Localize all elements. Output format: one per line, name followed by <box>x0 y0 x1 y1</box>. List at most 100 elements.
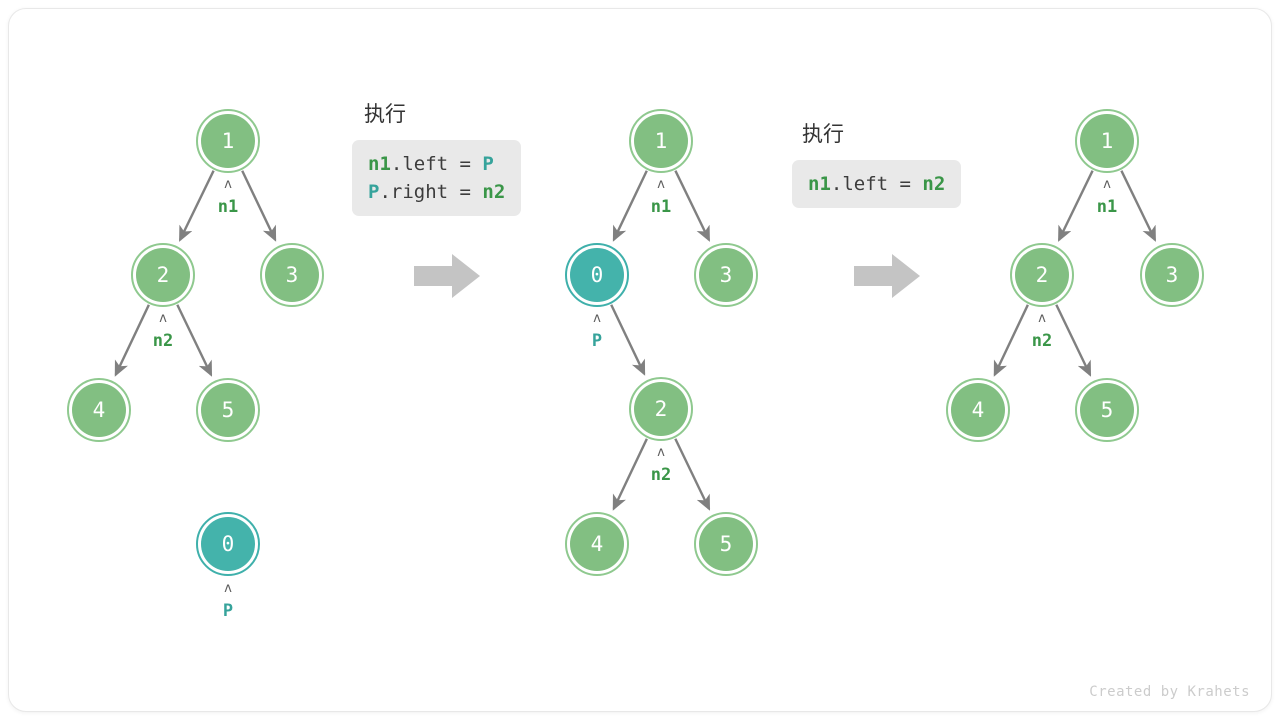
tree-edge <box>612 438 648 511</box>
node-disc <box>1080 383 1134 437</box>
code-token: .left = <box>830 173 923 195</box>
node-value: 3 <box>1165 262 1179 287</box>
tree-edge <box>674 170 711 242</box>
step-label-1: 执行 <box>364 102 406 126</box>
node-value: 3 <box>719 262 733 287</box>
code-token: P <box>368 181 380 203</box>
node-disc <box>634 382 688 436</box>
tree-node-0: 0 <box>196 512 260 576</box>
node-ring <box>67 378 131 442</box>
tree-node-1: 1 <box>629 109 693 173</box>
node-value: 3 <box>285 262 299 287</box>
tree-edge <box>993 304 1029 377</box>
node-disc <box>201 114 255 168</box>
node-disc <box>1145 248 1199 302</box>
tree-edge <box>610 304 646 376</box>
code-token: .left = <box>390 153 483 175</box>
caret-icon: ʌ <box>224 177 232 192</box>
tree-edge <box>1120 170 1157 242</box>
node-value: 4 <box>92 397 106 422</box>
tree-node-1: 1 <box>196 109 260 173</box>
flow-arrow-2 <box>854 254 920 298</box>
code-token: P <box>482 153 494 175</box>
node-value: 1 <box>654 128 668 153</box>
node-disc <box>951 383 1005 437</box>
caret-icon: ʌ <box>657 177 665 192</box>
tree-node-2: 2 <box>1010 243 1074 307</box>
node-ring <box>1010 243 1074 307</box>
tree-node-3: 3 <box>1140 243 1204 307</box>
tree-node-3: 3 <box>260 243 324 307</box>
tree-node-0: 0 <box>565 243 629 307</box>
node-ring <box>565 243 629 307</box>
flow-arrow-1 <box>414 254 480 298</box>
node-disc <box>265 248 319 302</box>
tree-node-5: 5 <box>1075 378 1139 442</box>
node-ring <box>694 243 758 307</box>
node-value: 2 <box>1035 262 1049 287</box>
tree-edge <box>674 438 711 511</box>
pointer-label-n2: ʌ n2 <box>152 311 174 351</box>
node-disc <box>699 248 753 302</box>
node-ring <box>131 243 195 307</box>
code-block-2: n1.left = n2 <box>792 160 962 208</box>
pointer-name: n2 <box>1031 331 1053 351</box>
node-disc <box>570 248 624 302</box>
step-label-2: 执行 <box>802 122 844 146</box>
node-disc <box>1015 248 1069 302</box>
code-token: n2 <box>922 173 946 195</box>
node-ring <box>1140 243 1204 307</box>
caret-icon: ʌ <box>159 311 167 326</box>
pointer-name: n2 <box>152 331 174 351</box>
code-token: n1 <box>808 173 831 195</box>
pointer-name: P <box>222 601 234 621</box>
node-ring <box>694 512 758 576</box>
node-ring <box>1075 378 1139 442</box>
node-disc <box>136 248 190 302</box>
caret-icon: ʌ <box>1103 177 1111 192</box>
code-block-1: n1.left = P P.right = n2 <box>352 140 522 216</box>
node-disc <box>634 114 688 168</box>
node-ring <box>1075 109 1139 173</box>
node-value: 1 <box>221 128 235 153</box>
tree-node-4: 4 <box>565 512 629 576</box>
tree-edge <box>241 170 277 242</box>
node-value: 2 <box>156 262 170 287</box>
code-token: n2 <box>482 181 506 203</box>
node-ring <box>196 512 260 576</box>
node-value: 0 <box>590 262 604 287</box>
flow-arrow-shape <box>854 254 920 298</box>
pointer-name: n2 <box>650 465 672 485</box>
tree-edge <box>1057 170 1094 242</box>
code-token: n1 <box>368 153 391 175</box>
caret-icon: ʌ <box>593 311 601 326</box>
node-disc <box>201 517 255 571</box>
code-token: .right = <box>379 181 483 203</box>
node-value: 4 <box>971 397 985 422</box>
tree-node-5: 5 <box>196 378 260 442</box>
node-value: 5 <box>719 531 733 556</box>
node-disc <box>699 517 753 571</box>
tree-node-3: 3 <box>694 243 758 307</box>
node-ring <box>196 109 260 173</box>
flow-arrow-shape <box>414 254 480 298</box>
node-value: 2 <box>654 396 668 421</box>
node-value: 5 <box>1100 397 1114 422</box>
tree-node-1: 1 <box>1075 109 1139 173</box>
node-disc <box>570 517 624 571</box>
tree-node-4: 4 <box>946 378 1010 442</box>
node-disc <box>1080 114 1134 168</box>
caret-icon: ʌ <box>224 581 232 596</box>
tree-edge <box>114 304 150 377</box>
node-disc <box>201 383 255 437</box>
node-ring <box>629 377 693 441</box>
tree-node-4: 4 <box>67 378 131 442</box>
tree-edge <box>178 170 215 242</box>
tree-node-5: 5 <box>694 512 758 576</box>
pointer-name: n1 <box>1096 197 1118 217</box>
